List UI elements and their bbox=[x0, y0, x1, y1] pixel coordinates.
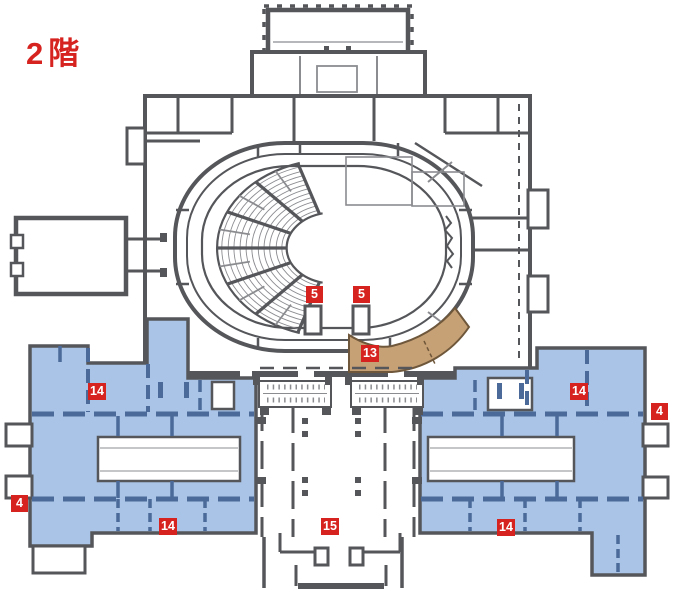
right-wing-zone bbox=[418, 346, 670, 577]
map-marker-4: 4 bbox=[11, 495, 28, 512]
map-marker-5: 5 bbox=[306, 286, 323, 303]
grand-staircase-right bbox=[350, 380, 424, 415]
east-bay-window bbox=[641, 422, 670, 448]
stage-tower bbox=[262, 4, 414, 59]
map-marker-15: 15 bbox=[321, 518, 339, 535]
map-marker-14: 14 bbox=[159, 518, 177, 535]
west-bay bbox=[125, 126, 147, 166]
grand-staircase-left bbox=[258, 380, 332, 415]
entrance-portico bbox=[262, 533, 404, 589]
portico-pillar bbox=[348, 546, 365, 567]
west-bay-window bbox=[4, 422, 34, 448]
central-hall bbox=[253, 366, 424, 589]
east-bay bbox=[526, 188, 550, 230]
left-wing-zone bbox=[4, 317, 258, 575]
map-marker-14: 14 bbox=[497, 519, 515, 536]
map-marker-4: 4 bbox=[651, 403, 668, 420]
map-marker-14: 14 bbox=[570, 383, 588, 400]
west-annex bbox=[9, 215, 167, 297]
map-marker-14: 14 bbox=[88, 383, 106, 400]
proscenium-edge bbox=[443, 215, 455, 269]
map-marker-13: 13 bbox=[361, 345, 379, 362]
entrance-stub bbox=[351, 304, 371, 336]
floor-title: 2階 bbox=[26, 36, 85, 71]
east-bay-window bbox=[641, 475, 670, 500]
entrance-stub bbox=[303, 304, 323, 336]
portico-pillar bbox=[313, 546, 330, 567]
backstage-block bbox=[250, 50, 427, 98]
courtyard-left bbox=[96, 435, 242, 483]
hall-columns bbox=[256, 417, 422, 496]
seating-arcs bbox=[215, 161, 323, 335]
southwest-foot bbox=[31, 544, 87, 575]
east-bay bbox=[526, 274, 550, 314]
auditorium-oval bbox=[173, 141, 475, 353]
map-marker-5: 5 bbox=[353, 286, 370, 303]
